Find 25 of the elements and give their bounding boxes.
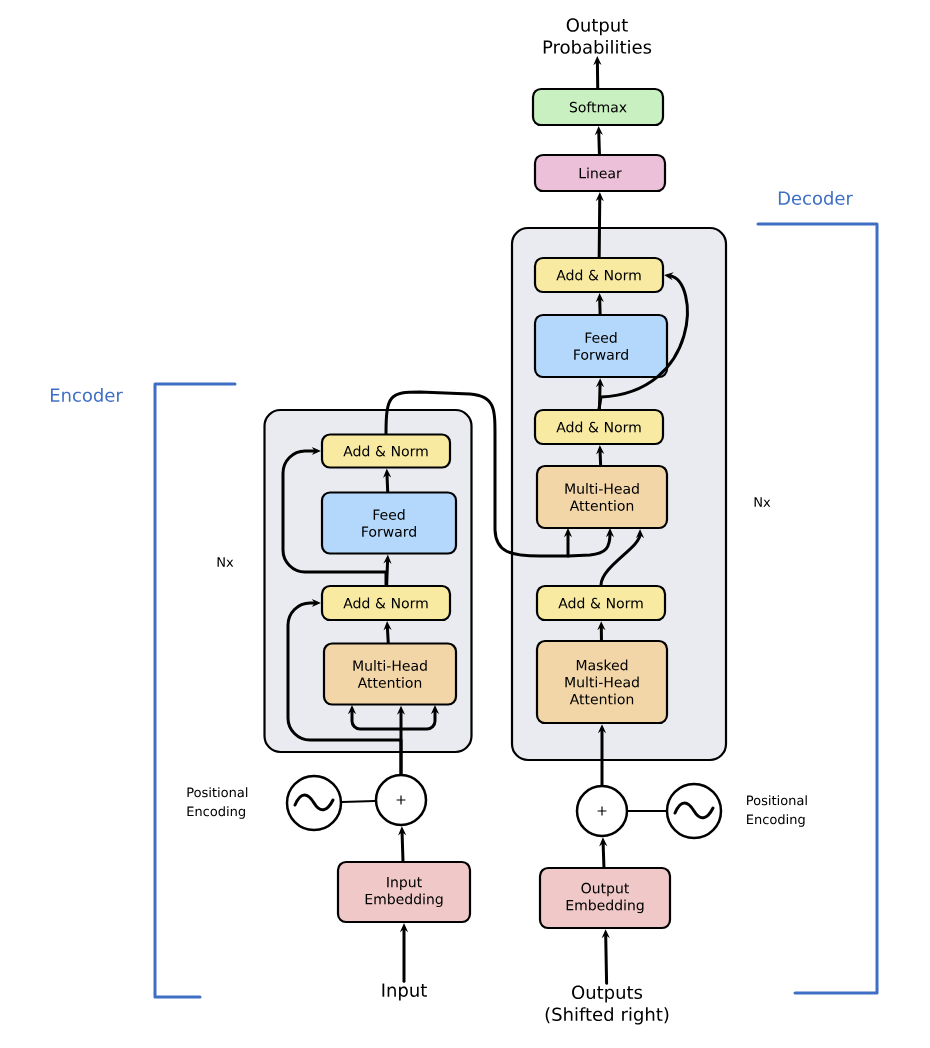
add-norm-box: Add & Norm [533,408,665,446]
input-label: Input [382,983,427,1001]
repeat-label: Nx [754,497,771,507]
embedding-box: Input Embedding [336,860,472,924]
masked-attention-box: Masked Multi-Head Attention [535,639,669,725]
attention-box: Multi-Head Attention [322,642,458,706]
add-norm-box: Add & Norm [533,256,665,294]
feed-forward-box: Feed Forward [320,491,458,555]
softmax-box: Softmax [531,87,665,127]
beside-label: Positional Encoding [187,787,248,819]
add-norm-box: Add & Norm [320,584,452,622]
section-label: Encoder [51,388,123,402]
add-norm-box: Add & Norm [320,433,452,469]
add-norm-box: Add & Norm [535,584,667,622]
linear-box: Linear [533,153,667,193]
attention-box: Multi-Head Attention [535,464,669,530]
repeat-label: Nx [217,557,234,567]
output-label: Output Probabilities [543,18,652,54]
embedding-box: Output Embedding [538,866,672,930]
section-label: Decoder [778,191,853,205]
feed-forward-box: Feed Forward [533,313,669,379]
beside-label: Positional Encoding [747,795,807,827]
arrow [281,446,388,587]
arrow [286,598,403,776]
outputs-label: Outputs (Shifted right) [545,985,669,1025]
